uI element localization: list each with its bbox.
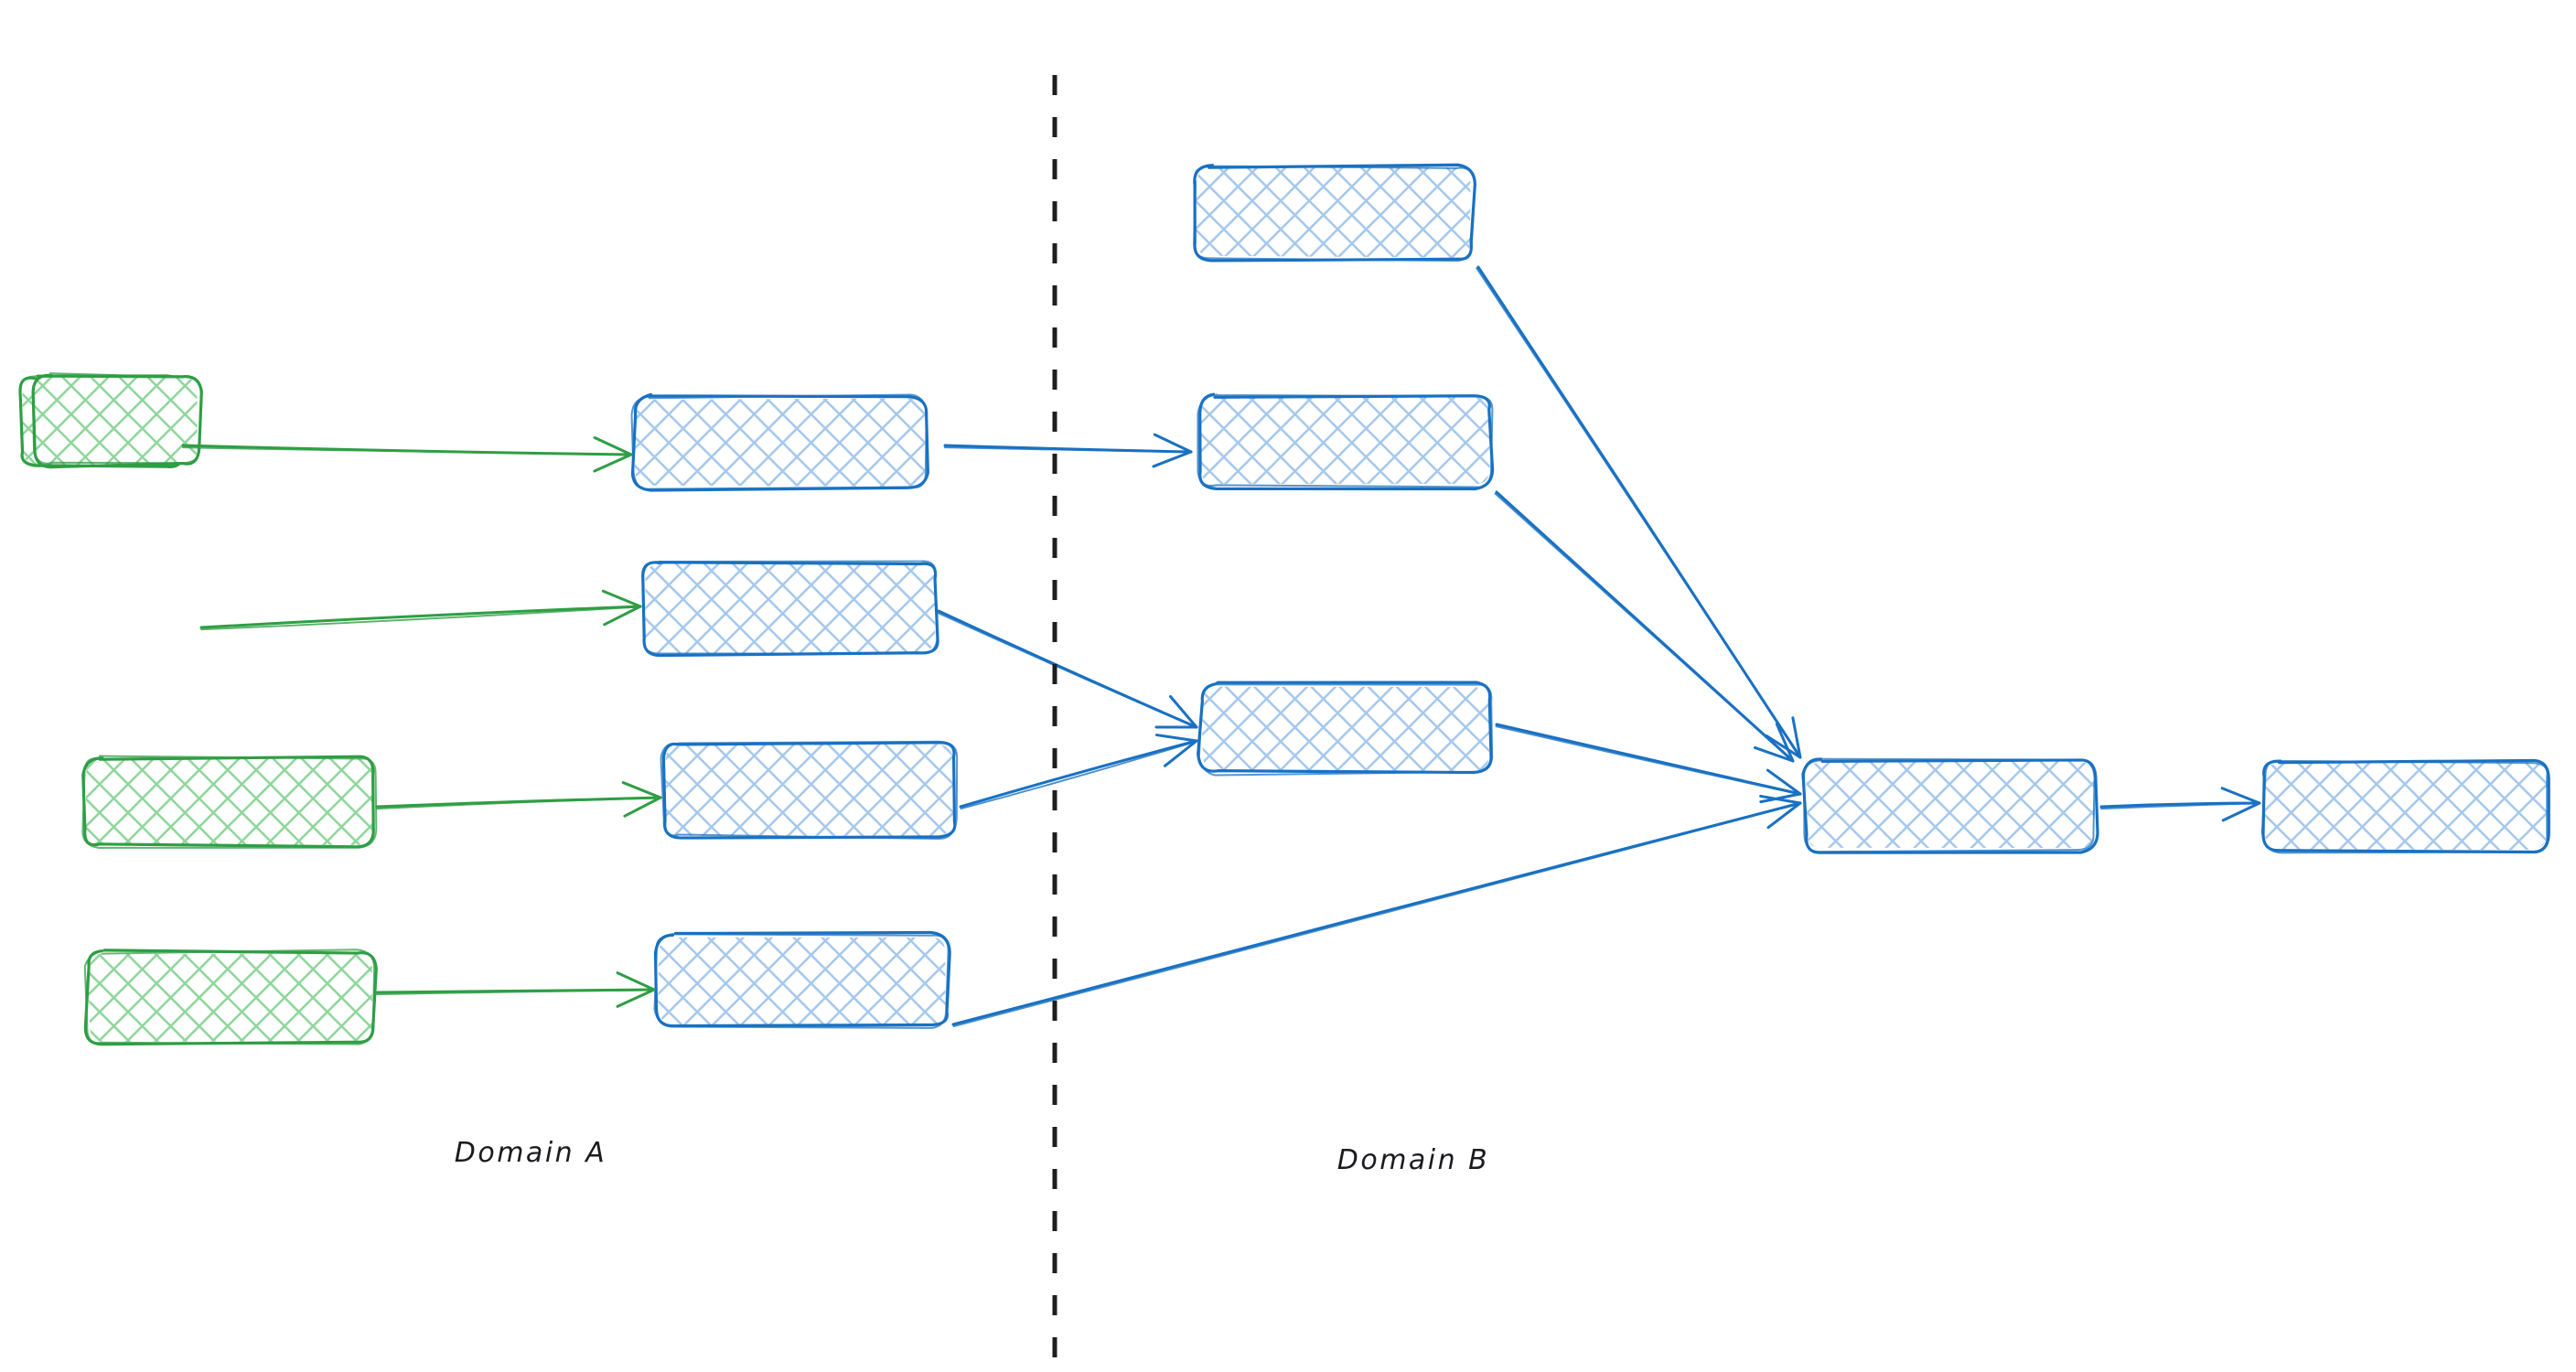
node-outline: [83, 949, 378, 1046]
edge-arrowhead-barb-1: [1753, 745, 1795, 763]
edge-e9[interactable]: [1494, 490, 1795, 763]
edge-arrowhead-barb-1: [623, 796, 662, 818]
labels-layer: Domain A Domain B: [455, 1137, 1490, 1176]
edge-arrowhead-barb-1: [2221, 801, 2261, 822]
node-b-hub[interactable]: [1801, 757, 2099, 854]
node-fill: [634, 398, 926, 488]
edge-e10[interactable]: [1495, 723, 1802, 804]
edge-shaft: [937, 612, 1197, 729]
node-fill: [1201, 686, 1489, 772]
edge-shaft: [2100, 802, 2260, 810]
edge-arrowhead-barb-0: [2220, 787, 2261, 805]
edge-arrowhead-barb-0: [593, 436, 633, 456]
node-b-2[interactable]: [1197, 392, 1495, 491]
node-a-mid-1[interactable]: [630, 392, 929, 492]
edge-shaft: [1495, 725, 1801, 796]
edge-arrowhead-barb-1: [593, 453, 633, 473]
node-outline: [83, 949, 376, 1045]
node-a-mid-4[interactable]: [653, 930, 951, 1029]
edge-arrowhead-barb-1: [616, 988, 656, 1008]
node-outline: [31, 372, 202, 465]
node-outline: [1197, 681, 1494, 777]
node-outline: [661, 741, 957, 840]
node-fill: [658, 937, 946, 1025]
node-outline: [653, 932, 950, 1029]
node-fill: [1806, 761, 2095, 849]
node-fill: [665, 743, 954, 836]
node-fill: [1198, 397, 1490, 485]
edge-arrowhead-barb-1: [1766, 801, 1802, 830]
node-a-mid-2[interactable]: [641, 560, 939, 658]
edge-arrowhead-barb-0: [616, 971, 656, 991]
node-fill: [2264, 762, 2548, 851]
edge-e4[interactable]: [375, 971, 656, 1008]
edge-shaft: [200, 606, 641, 631]
node-b-out[interactable]: [2260, 758, 2550, 854]
edge-shaft: [959, 739, 1198, 809]
node-b-3[interactable]: [1197, 681, 1494, 777]
node-outline: [1197, 393, 1494, 488]
edge-e8[interactable]: [1476, 265, 1802, 759]
node-a-mid-3[interactable]: [660, 740, 959, 841]
edge-shaft: [1476, 267, 1801, 759]
edges-layer: [181, 265, 2261, 1028]
node-outline: [1193, 165, 1476, 263]
label-domain-a: Domain A: [455, 1137, 606, 1169]
edge-arrowhead-barb-1: [1765, 734, 1802, 759]
node-fill: [645, 563, 936, 654]
edge-e11[interactable]: [951, 794, 1802, 1028]
node-outline: [630, 393, 928, 490]
edge-arrowhead-barb-0: [601, 589, 642, 608]
edge-e12[interactable]: [2099, 787, 2261, 822]
edge-shaft: [1495, 723, 1802, 796]
edge-arrowhead-barb-0: [1153, 433, 1193, 454]
node-fill: [88, 953, 373, 1043]
edge-arrowhead-barb-1: [1152, 450, 1193, 468]
node-a-src-3[interactable]: [81, 755, 378, 849]
node-outline: [2260, 759, 2549, 854]
edge-e6[interactable]: [937, 609, 1198, 729]
edge-arrowhead-barb-0: [621, 781, 662, 799]
node-b-1[interactable]: [1193, 163, 1476, 263]
edge-shaft: [952, 802, 1802, 1028]
edge-arrowhead-barb-1: [1759, 792, 1802, 804]
edge-arrowhead-barb-0: [1766, 768, 1802, 796]
edge-arrowhead-barb-1: [603, 605, 642, 627]
node-fill: [1196, 166, 1471, 258]
edge-e7[interactable]: [959, 734, 1198, 810]
edge-e2[interactable]: [199, 589, 642, 631]
edge-shaft: [182, 446, 632, 456]
edge-arrowhead-barb-1: [1164, 739, 1198, 767]
label-domain-b: Domain B: [1337, 1144, 1490, 1176]
node-a-src-4[interactable]: [83, 949, 378, 1046]
edge-e3[interactable]: [375, 781, 662, 818]
edge-shaft: [376, 989, 655, 996]
node-outline: [81, 755, 378, 849]
node-a-src-2[interactable]: [31, 372, 203, 469]
node-outline: [660, 740, 959, 841]
edge-shaft: [376, 797, 661, 810]
edge-e5[interactable]: [943, 433, 1193, 468]
edge-shaft: [937, 609, 1198, 729]
edge-shaft: [960, 740, 1198, 810]
node-fill: [85, 758, 373, 845]
node-outline: [1803, 757, 2096, 853]
edge-arrowhead-barb-0: [1759, 794, 1802, 805]
edge-shaft: [943, 446, 1192, 454]
edge-e1[interactable]: [181, 436, 633, 473]
edge-shaft: [199, 605, 642, 629]
node-fill: [36, 376, 198, 463]
edge-arrowhead-barb-0: [1154, 734, 1198, 743]
nodes-layer: [18, 163, 2550, 1046]
edge-arrowhead-barb-0: [1775, 723, 1795, 763]
edge-shaft: [1494, 492, 1794, 763]
edge-arrowhead-barb-0: [1169, 694, 1198, 729]
edge-arrowhead-barb-0: [1791, 716, 1802, 759]
node-outline: [642, 560, 939, 655]
